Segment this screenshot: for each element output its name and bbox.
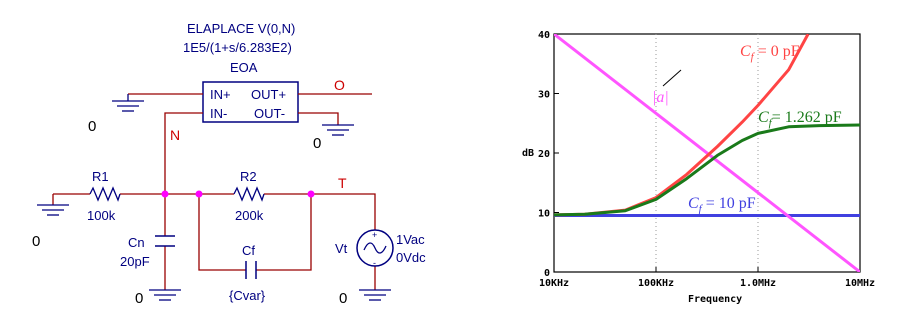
capacitor-cf — [245, 261, 257, 279]
pin-out-minus: OUT- — [254, 106, 285, 121]
vt-dc: 0Vdc — [396, 250, 426, 265]
bode-chart: 10KHz 100KHz 1.0MHz 10MHz 0 10 20 30 40 dB Frequ… — [522, 30, 875, 305]
ground-symbol — [149, 289, 181, 301]
node-dot — [195, 190, 203, 198]
y-axis-label: dB — [522, 148, 534, 159]
cf-name: Cf — [242, 243, 255, 258]
resistor-r2 — [233, 186, 265, 202]
wire-cf-right — [256, 194, 312, 271]
ground-label: 0 — [32, 233, 40, 250]
pin-out-plus: OUT+ — [251, 87, 286, 102]
y-tick-label: 40 — [538, 30, 550, 41]
node-dot — [307, 190, 315, 198]
node-label-o: O — [334, 77, 345, 93]
ground-symbol — [359, 289, 391, 301]
y-tick-label: 10 — [538, 209, 550, 220]
capacitor-cn — [155, 235, 175, 247]
annotation-line — [662, 69, 682, 87]
ground-label: 0 — [313, 135, 321, 152]
cn-value: 20pF — [120, 254, 150, 269]
ground-symbol — [112, 94, 144, 112]
wire-outminus-ground — [298, 112, 339, 125]
series-group — [554, 34, 860, 272]
ground-symbol — [322, 124, 354, 136]
y-tick-label: 30 — [538, 90, 550, 101]
series-label-cf-0: Cf = 0 pF — [740, 43, 800, 63]
ground-symbols — [37, 94, 391, 301]
wire-cf-left — [198, 194, 246, 271]
resistor-r1 — [89, 186, 121, 202]
series-label-cf-10: Cf = 10 pF — [688, 195, 756, 215]
node-dot — [161, 190, 169, 198]
cn-name: Cn — [128, 235, 145, 250]
vt-ac: 1Vac — [396, 232, 425, 247]
cf-value: {Cvar} — [229, 288, 266, 303]
vt-name: Vt — [335, 241, 348, 256]
pin-in-plus: IN+ — [210, 87, 231, 102]
axis-ticks: 10KHz 100KHz 1.0MHz 10MHz 0 10 20 30 40 — [538, 30, 875, 289]
wires — [52, 93, 376, 290]
pin-in-minus: IN- — [210, 106, 227, 121]
wire-r2-right-t — [264, 193, 376, 230]
x-tick-label: 100KHz — [638, 278, 674, 289]
x-tick-label: 1.0MHz — [740, 278, 776, 289]
x-tick-label: 10MHz — [845, 278, 875, 289]
voltage-source-vt: + - — [356, 229, 394, 268]
node-dots — [161, 190, 315, 198]
r1-name: R1 — [92, 169, 109, 184]
r2-value: 200k — [235, 208, 264, 223]
svg-text:-: - — [373, 258, 376, 268]
node-label-t: T — [338, 175, 347, 191]
part-name-eoa: EOA — [230, 60, 258, 75]
ground-label: 0 — [339, 290, 347, 307]
r2-name: R2 — [240, 169, 257, 184]
y-tick-label: 20 — [538, 149, 550, 160]
circuit-schematic: ELAPLACE V(0,N) 1E5/(1+s/6.283E2) EOA IN… — [32, 21, 426, 307]
series-line-cf-1262 — [554, 123, 860, 217]
ground-symbol — [37, 204, 69, 216]
svg-text:+: + — [372, 230, 377, 240]
y-tick-label: 0 — [544, 268, 550, 279]
r1-value: 100k — [87, 208, 116, 223]
series-line-a — [554, 34, 860, 272]
ground-label: 0 — [135, 290, 143, 307]
ground-label: 0 — [88, 118, 96, 135]
series-label-cf-1262: Cf= 1.262 pF — [758, 109, 842, 129]
node-label-n: N — [170, 127, 180, 143]
series-label-a: |a| — [652, 89, 669, 106]
laplace-title: ELAPLACE V(0,N) — [187, 21, 295, 36]
x-axis-label: Frequency — [688, 294, 742, 305]
eoa-block — [202, 81, 299, 123]
x-tick-label: 10KHz — [539, 278, 569, 289]
laplace-expression: 1E5/(1+s/6.283E2) — [183, 40, 292, 55]
wire-inminus-n — [164, 112, 203, 194]
